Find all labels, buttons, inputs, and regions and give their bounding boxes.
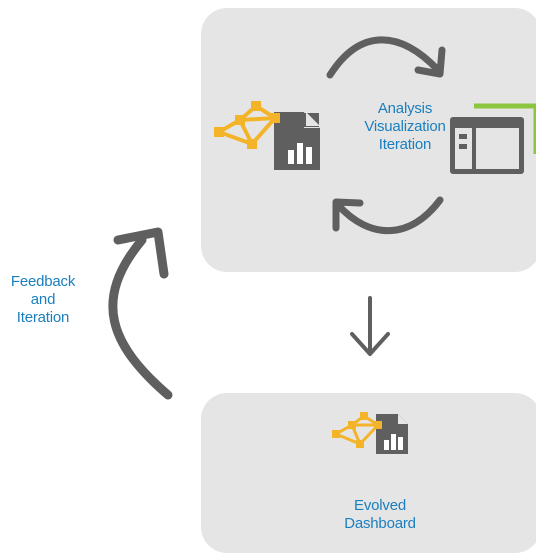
evolved-dashboard-label: Evolved Dashboard — [344, 497, 416, 532]
feedback-arrow — [108, 227, 173, 400]
down-arrow — [350, 296, 390, 356]
analysis-visualization-iteration-label: Analysis Visualization Iteration — [364, 100, 446, 153]
feedback-and-iteration-label: Feedback and Iteration — [10, 273, 76, 326]
